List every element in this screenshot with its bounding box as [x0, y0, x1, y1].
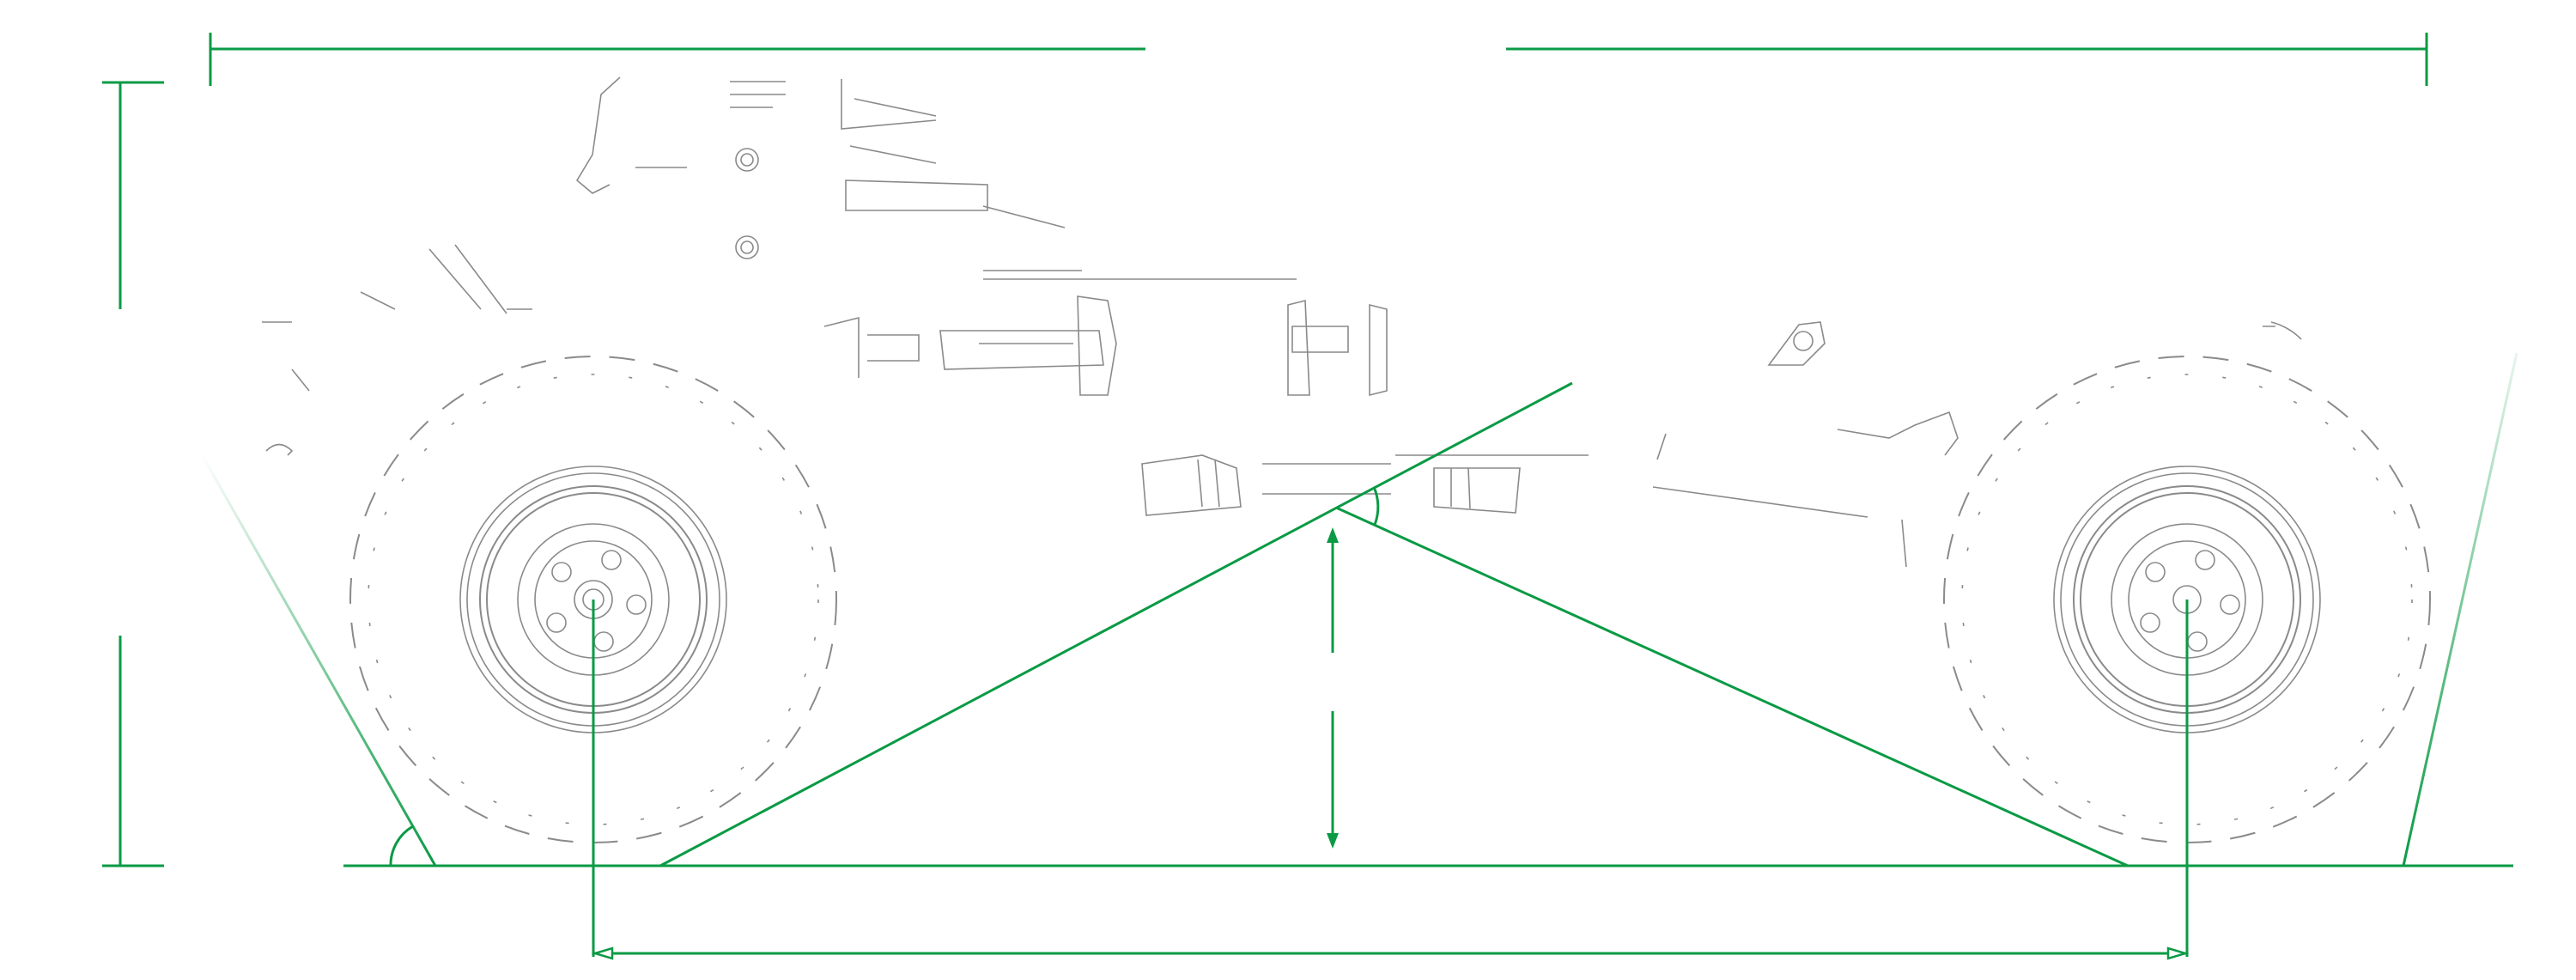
vehicle-sketch	[262, 76, 2431, 843]
dimension-lines	[102, 33, 2518, 960]
chassis-sketch	[262, 76, 2302, 568]
ground-clearance-dimension	[1327, 527, 1339, 849]
wheelbase-dimension	[591, 600, 2190, 960]
overall-height-dimension	[102, 81, 164, 867]
breakover-angle	[659, 381, 2129, 867]
arrow-up-icon	[1327, 527, 1339, 543]
arrow-right-icon	[2166, 947, 2190, 960]
overall-length-dimension	[209, 33, 2428, 86]
departure-angle	[2402, 352, 2518, 867]
approach-angle	[198, 451, 437, 867]
arrow-left-icon	[591, 947, 614, 960]
arrow-down-icon	[1327, 833, 1339, 849]
